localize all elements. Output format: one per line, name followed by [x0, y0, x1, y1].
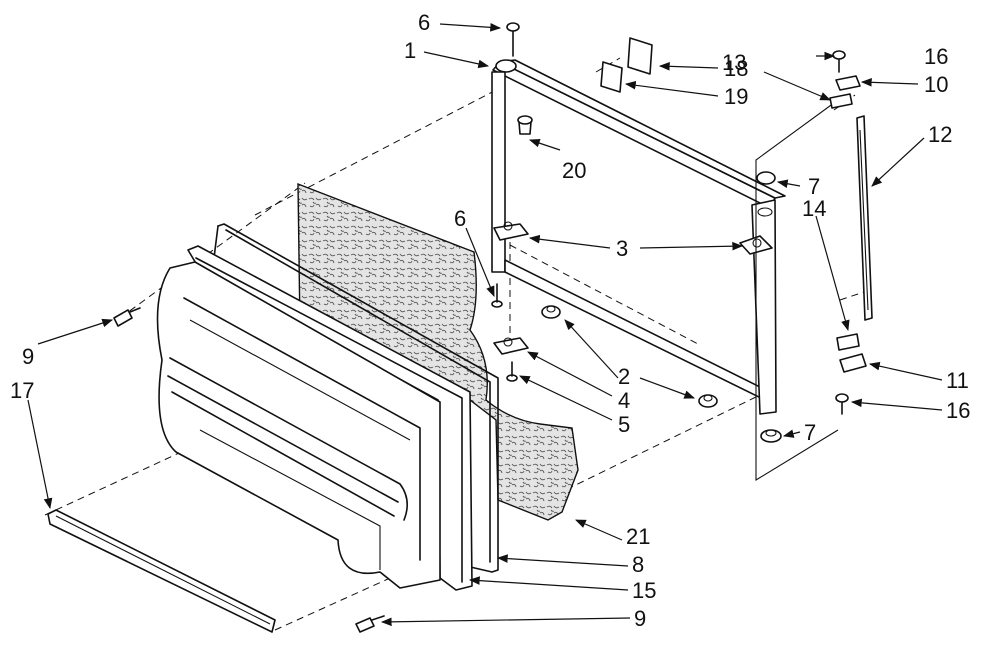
hinge-pin-16-top	[832, 50, 846, 73]
hinge-plate-14	[836, 333, 860, 351]
door-handle-bar	[856, 115, 873, 321]
hinge-lower	[493, 337, 529, 355]
plug-7-lower	[760, 429, 782, 443]
plug-7-upper	[756, 171, 776, 185]
screw-6-top	[506, 22, 520, 57]
callout-15: 15	[632, 578, 656, 603]
callout-2: 2	[618, 364, 630, 389]
callout-labels: 6 1 18 19 20 13 16 10 12 7 14 3 6 2 4 5 …	[10, 10, 970, 631]
callout-18: 18	[724, 56, 748, 81]
callout-4: 4	[618, 388, 630, 413]
door-liner	[156, 261, 441, 589]
callout-6-middle: 6	[454, 206, 466, 231]
screw-9-upper	[113, 307, 141, 327]
hinge-pin-16-bottom	[835, 393, 849, 415]
callout-7-top: 7	[808, 174, 820, 199]
cap-20	[517, 115, 533, 135]
callout-19: 19	[724, 84, 748, 109]
hinge-bracket-upper	[493, 221, 529, 241]
hinge-bracket-11	[839, 353, 867, 373]
screw-5	[506, 361, 518, 382]
door-end-outline	[755, 99, 839, 481]
door-gasket	[213, 223, 499, 573]
callout-7-bottom: 7	[804, 420, 816, 445]
door-frame	[491, 59, 786, 415]
leader-lines	[27, 23, 943, 627]
callout-9-bottom: 9	[634, 606, 646, 631]
label-plate-19	[600, 61, 623, 93]
callout-1: 1	[404, 38, 416, 63]
callout-5: 5	[618, 412, 630, 437]
callout-8: 8	[632, 552, 644, 577]
screw-6-middle	[491, 283, 503, 308]
callout-3: 3	[616, 236, 628, 261]
plug-2-lower	[698, 394, 718, 408]
callout-10: 10	[924, 72, 948, 97]
callout-17: 17	[10, 378, 34, 403]
callout-6-top: 6	[418, 10, 430, 35]
callout-20: 20	[562, 158, 586, 183]
callout-12: 12	[928, 122, 952, 147]
hinge-bracket-10	[835, 75, 861, 91]
callout-16-top: 16	[924, 44, 948, 69]
callout-14: 14	[802, 196, 826, 221]
callout-11: 11	[946, 368, 969, 393]
callout-9-top: 9	[22, 344, 34, 369]
callout-21: 21	[626, 524, 650, 549]
callout-13: 13	[722, 50, 746, 75]
plug-2-upper	[541, 305, 561, 319]
label-plate-18	[627, 37, 653, 75]
door-trim-strip	[47, 509, 276, 633]
hinge-plate-13	[829, 93, 853, 109]
callout-16-bottom: 16	[946, 398, 970, 423]
screw-9-lower	[355, 615, 385, 633]
